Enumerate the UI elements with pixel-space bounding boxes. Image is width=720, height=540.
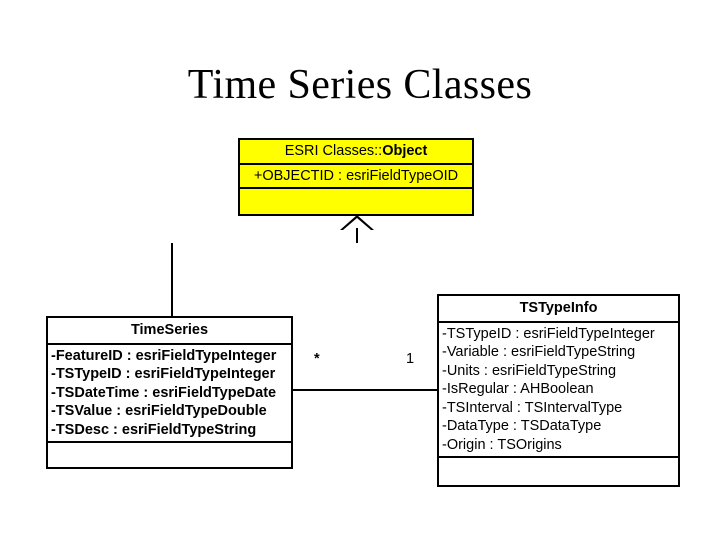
generalization-stem-line — [356, 228, 358, 243]
attribute-row: -FeatureID : esriFieldTypeInteger — [51, 347, 277, 364]
class-name-tstypeinfo: TSTypeInfo — [439, 296, 678, 323]
page-title: Time Series Classes — [187, 62, 533, 108]
class-name-prefix-object: ESRI Classes:: — [284, 143, 383, 159]
class-operations-timeseries — [48, 443, 291, 467]
class-name-text-object: Object — [382, 143, 428, 159]
attribute-row: -Origin : TSOrigins — [442, 436, 562, 453]
attribute-row: -TSTypeID : esriFieldTypeInteger — [51, 366, 276, 382]
uml-class-tstypeinfo[interactable]: TSTypeInfo -TSTypeID : esriFieldTypeInte… — [437, 294, 680, 487]
class-operations-tstypeinfo — [439, 458, 678, 485]
class-attributes-timeseries: -FeatureID : esriFieldTypeInteger -TSTyp… — [48, 345, 291, 443]
uml-class-object[interactable]: ESRI Classes::Object +OBJECTID : esriFie… — [238, 138, 474, 216]
class-attributes-object: +OBJECTID : esriFieldTypeOID — [240, 165, 472, 189]
attribute-row: -TSDateTime : esriFieldTypeDate — [51, 384, 277, 401]
multiplicity-source: * — [314, 351, 320, 367]
attribute-row: -Variable : esriFieldTypeString — [442, 344, 636, 360]
attribute-row: -TSInterval : TSIntervalType — [442, 399, 623, 416]
attribute-row: -TSValue : esriFieldTypeDouble — [51, 403, 267, 419]
attribute-row: -TSTypeID : esriFieldTypeInteger — [442, 325, 655, 342]
class-name-timeseries: TimeSeries — [48, 318, 291, 345]
attribute-row: -IsRegular : AHBoolean — [442, 381, 594, 397]
class-name-object: ESRI Classes::Object — [240, 140, 472, 165]
uml-class-timeseries[interactable]: TimeSeries -FeatureID : esriFieldTypeInt… — [46, 316, 293, 469]
attribute-row: -DataType : TSDataType — [442, 418, 602, 434]
class-operations-object — [240, 189, 472, 214]
attribute-row: -Units : esriFieldTypeString — [442, 362, 617, 379]
attribute-row: -TSDesc : esriFieldTypeString — [51, 421, 257, 438]
class-attributes-tstypeinfo: -TSTypeID : esriFieldTypeInteger -Variab… — [439, 323, 678, 458]
multiplicity-target: 1 — [406, 351, 415, 367]
generalization-drop-line — [171, 243, 173, 317]
association-line — [293, 389, 438, 391]
attribute-row: +OBJECTID : esriFieldTypeOID — [253, 167, 459, 184]
